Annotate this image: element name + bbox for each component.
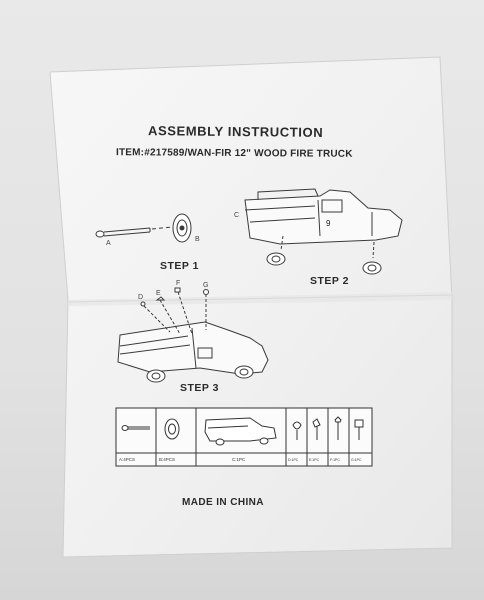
part-label-f: F xyxy=(176,280,181,287)
part-label-c: C xyxy=(234,212,240,219)
step-1-label: STEP 1 xyxy=(160,260,199,272)
part-label-e: E xyxy=(156,290,161,297)
part-label-a: A xyxy=(106,240,111,247)
wheel-part-b xyxy=(172,213,192,243)
step-2-label: STEP 2 xyxy=(310,275,349,287)
parts-table-cell-c: C:1PC xyxy=(232,457,246,462)
parts-table-cell-g: G:1PC xyxy=(351,458,362,462)
dashed-guide-line xyxy=(151,226,173,230)
step-3-label: STEP 3 xyxy=(180,382,219,394)
axle-pin-part-a xyxy=(95,227,151,238)
parts-table-cell-d: D:1PC xyxy=(288,458,299,462)
part-label-d: D xyxy=(138,294,144,301)
parts-table-cell-f: F:1PC xyxy=(330,458,340,462)
part-label-b: B xyxy=(195,236,200,243)
parts-table-cell-b: B:4PCS xyxy=(159,457,176,462)
truck-wheels-step3 xyxy=(146,365,254,383)
truck-body-part-c xyxy=(244,188,403,245)
parts-table-cell-a: A:4PCS xyxy=(119,457,136,462)
parts-table-cell-e: E:1PC xyxy=(309,458,320,462)
truck-number: 9 xyxy=(326,219,331,228)
accessory-parts-step3 xyxy=(140,287,209,335)
truck-wheels-step2 xyxy=(266,235,382,275)
truck-body-step3 xyxy=(117,321,269,375)
made-in-label: MADE IN CHINA xyxy=(182,497,264,508)
document-title: ASSEMBLY INSTRUCTION xyxy=(147,123,324,140)
parts-table xyxy=(115,407,373,467)
item-number-line: ITEM:#217589/WAN-FIR 12" WOOD FIRE TRUCK xyxy=(115,147,353,160)
part-label-g: G xyxy=(203,282,209,289)
